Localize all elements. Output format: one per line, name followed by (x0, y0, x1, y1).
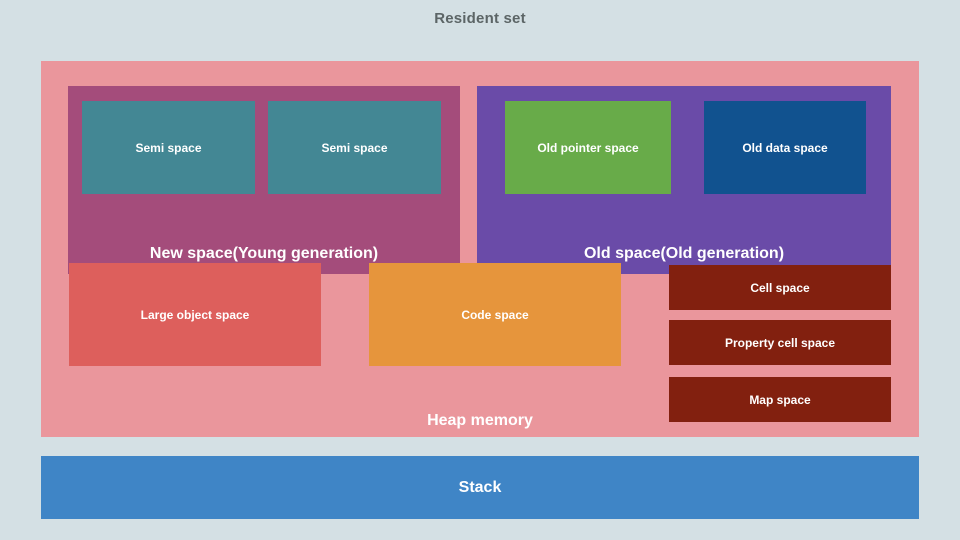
cell-space-box: Cell space (669, 265, 891, 310)
heap-memory-label: Heap memory (427, 412, 533, 429)
stack-container: Stack (41, 456, 919, 519)
old-data-space-label: Old data space (742, 140, 828, 155)
new-space-container: Semi space Semi space New space(Young ge… (68, 86, 460, 274)
stack-label: Stack (458, 478, 502, 496)
semi-space-label-1: Semi space (135, 140, 202, 155)
map-space-box: Map space (669, 377, 891, 422)
code-space-label: Code space (461, 307, 529, 322)
old-space-container: Old pointer space Old data space Old spa… (477, 86, 891, 274)
semi-space-label-2: Semi space (321, 140, 388, 155)
old-data-space-box: Old data space (704, 101, 866, 194)
code-space-box: Code space (369, 263, 621, 366)
cell-space-label: Cell space (750, 280, 810, 295)
new-space-label: New space(Young generation) (149, 245, 379, 262)
heap-memory-container: Semi space Semi space New space(Young ge… (41, 61, 919, 437)
large-object-space-box: Large object space (69, 263, 321, 366)
semi-space-box-1: Semi space (82, 101, 255, 194)
map-space-label: Map space (749, 392, 811, 407)
property-cell-space-box: Property cell space (669, 320, 891, 365)
page-title: Resident set (434, 10, 526, 27)
large-object-space-label: Large object space (140, 307, 250, 322)
property-cell-space-label: Property cell space (724, 335, 836, 350)
old-space-label: Old space(Old generation) (583, 245, 785, 262)
old-pointer-space-label: Old pointer space (537, 140, 639, 155)
old-pointer-space-box: Old pointer space (505, 101, 671, 194)
semi-space-box-2: Semi space (268, 101, 441, 194)
